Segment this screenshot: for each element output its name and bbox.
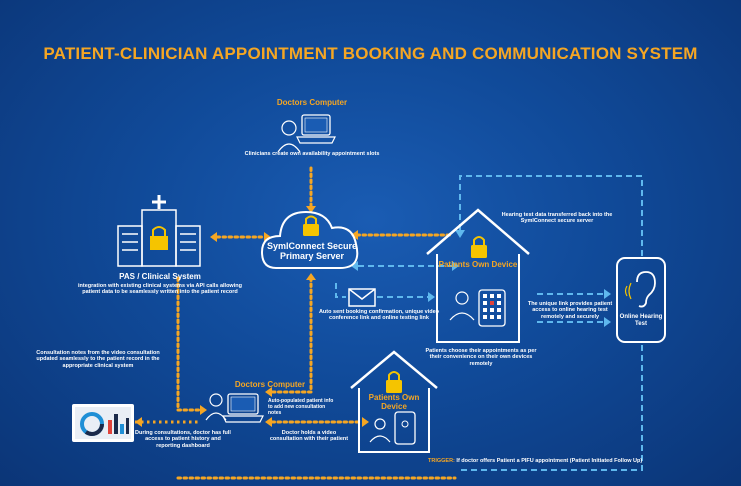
- doctors-computer-bottom-label: Doctors Computer: [234, 380, 306, 389]
- patients-device-top-caption: Patients choose their appointments as pe…: [425, 348, 537, 367]
- arrow-into-doctor-bottom: [265, 417, 272, 427]
- video-consultation-note: Doctor holds a video consultation with t…: [269, 430, 349, 443]
- patients-house-top-icon: [426, 208, 530, 343]
- consultation-notes-note: Consultation notes from the video consul…: [36, 350, 160, 369]
- blue-connectors: [335, 175, 643, 471]
- trigger-text: If doctor offers Patient a PIFU appointm…: [456, 458, 643, 464]
- pas-label: PAS / Clinical System: [119, 272, 201, 281]
- during-consultations-note: During consultations, doctor has full ac…: [135, 430, 231, 449]
- auto-booking-note: Auto sent booking confirmation, unique v…: [318, 309, 440, 322]
- arrow-into-patient-device: [362, 417, 369, 427]
- arrow-into-server-top: [306, 206, 316, 213]
- hospital-icon: [117, 195, 201, 267]
- arrow-into-doctor-right: [265, 387, 272, 397]
- doctors-computer-top-caption: Clinicians create own availability appoi…: [244, 151, 380, 157]
- arrow-into-server-right: [351, 230, 358, 240]
- doctor-computer-bottom-icon: [205, 393, 264, 423]
- mail-icon: [348, 288, 376, 307]
- trigger-keyword: TRIGGER:: [428, 458, 457, 464]
- hearing-transfer-note: Hearing test data transferred back into …: [501, 212, 613, 225]
- arrow-into-doctor-left: [200, 405, 207, 415]
- arrow-into-device-from-mail: [428, 292, 435, 302]
- connector-hearing-down: [458, 345, 643, 471]
- page-title: PATIENT-CLINICIAN APPOINTMENT BOOKING AN…: [43, 44, 698, 63]
- connector-hearing-results-loop: [459, 175, 643, 256]
- patients-house-bottom-icon: [350, 350, 438, 453]
- connector-server-to-doctor: [270, 276, 313, 394]
- hearing-test-label: Online Hearing Test: [619, 314, 663, 327]
- arrow-blue-into-server: [351, 261, 358, 271]
- cloud-server-icon: [260, 210, 359, 269]
- unique-link-note: The unique link provides patient access …: [527, 301, 613, 320]
- arrow-into-pas: [210, 232, 217, 242]
- auto-populated-note: Auto-populated patient info to add new c…: [268, 398, 334, 416]
- arrow-into-server-bottom: [306, 273, 316, 280]
- dashboard-icon: [72, 404, 134, 442]
- doctors-computer-top-label: Doctors Computer: [276, 98, 348, 107]
- connector-server-to-mail: [335, 283, 346, 298]
- arrow-into-dashboard: [135, 417, 142, 427]
- patients-device-top-label: Patients Own Device: [438, 260, 518, 269]
- arrow-into-hearing-test-2: [604, 317, 611, 327]
- trigger-note: TRIGGER: If doctor offers Patient a PIFU…: [428, 458, 688, 464]
- arrow-results-into-server: [455, 230, 465, 238]
- hearing-test-icon: [616, 257, 666, 343]
- arrow-blue-into-devices: [452, 261, 459, 271]
- server-label: SymlConnect Secure Primary Server: [266, 241, 358, 262]
- blue-arrowheads: [351, 230, 611, 327]
- doctor-computer-top-icon: [277, 114, 336, 153]
- pas-caption: integration with existing clinical syste…: [78, 283, 242, 296]
- orange-arrowheads: [135, 206, 369, 427]
- connector-pas-to-doctor: [176, 276, 202, 412]
- arrow-into-hearing-test: [604, 289, 611, 299]
- patients-device-bottom-label: Patients Own Device: [368, 393, 420, 412]
- orange-connectors: [176, 166, 457, 480]
